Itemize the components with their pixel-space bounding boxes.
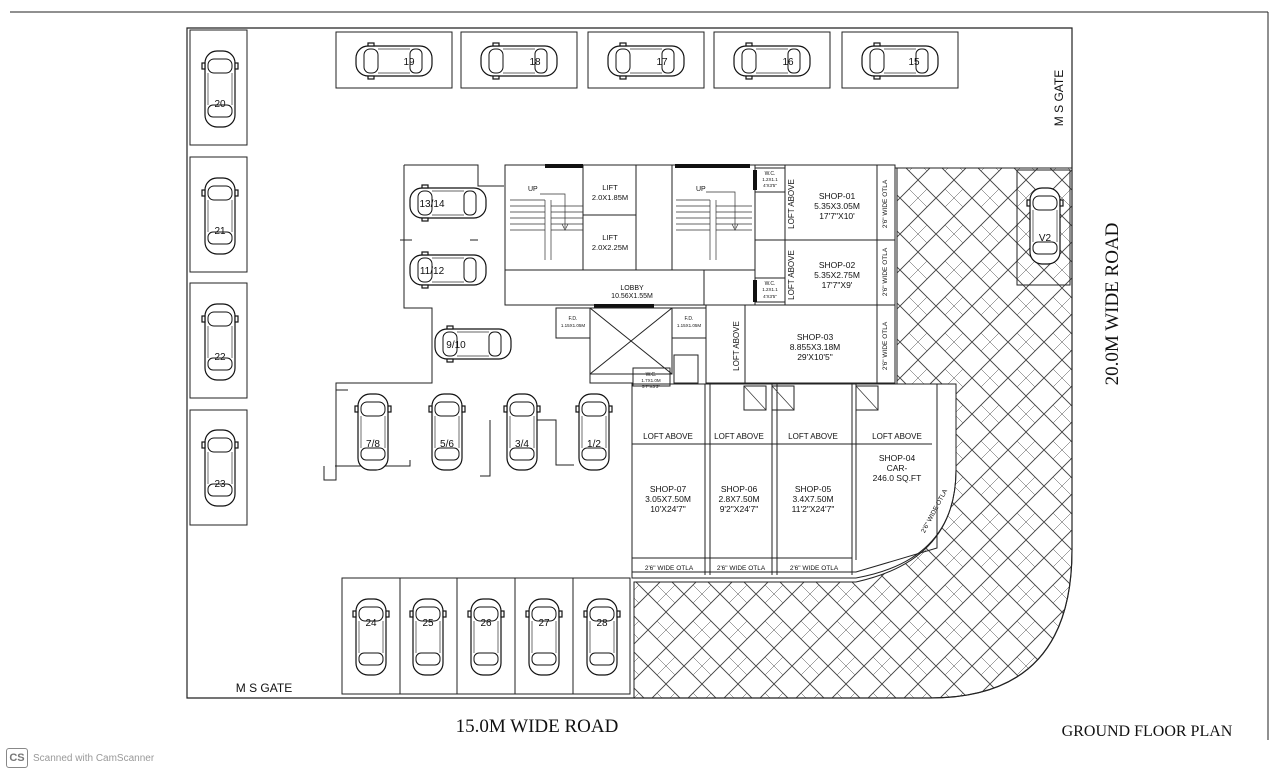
parking-number-top-17: 17 <box>656 57 668 68</box>
wc-lobby-label: W.C. <box>646 372 657 378</box>
shop-01-name: SHOP-01 <box>819 191 856 201</box>
core-block <box>504 164 756 387</box>
parking-number-left-23: 23 <box>214 479 226 490</box>
road-label-bottom: 15.0M WIDE ROAD <box>456 716 619 737</box>
otla-shop02: 2'6" WIDE OTLA <box>882 247 889 296</box>
shop-05-size-ft: 11'2"X24'7" <box>792 504 835 514</box>
wc-shop02-size-ft: 4'X3'5" <box>763 294 777 299</box>
stair-up-label-right: UP <box>696 186 706 193</box>
shops-block <box>631 164 957 579</box>
parking-number-left-21: 21 <box>214 226 226 237</box>
otla-shop07: 2'6" WIDE OTLA <box>645 565 694 572</box>
shop-05-size-m: 3.4X7.50M <box>792 494 833 504</box>
shop-06-size-ft: 9'2"X24'7" <box>720 504 759 514</box>
parking-number-top-15: 15 <box>908 57 920 68</box>
loft-above-shop05: LOFT ABOVE <box>788 432 838 441</box>
stair-up-label-left: UP <box>528 186 538 193</box>
shop-01-size-ft: 17'7"X10' <box>819 211 855 221</box>
paved-area-right <box>633 167 1073 699</box>
parking-number-inner-2: 3/4 <box>515 439 529 450</box>
parking-number-visitor: V2 <box>1039 233 1052 244</box>
shop-06-size-m: 2.8X7.50M <box>718 494 759 504</box>
lift-a-size: 2.0X1.85M <box>592 193 628 202</box>
lobby-label: LOBBY <box>620 285 644 292</box>
wc-lobby-size: 1.7X1.0M <box>641 378 661 383</box>
loft-above-shop02: LOFT ABOVE <box>787 250 796 300</box>
shop-05-name: SHOP-05 <box>795 484 832 494</box>
parking-number-top-18: 18 <box>529 57 541 68</box>
parking-bays-top <box>335 31 959 89</box>
wc-lobby-size-ft: 5'7"X3'3" <box>642 384 660 389</box>
loft-above-shop04: LOFT ABOVE <box>872 432 922 441</box>
camscanner-logo: CS <box>6 748 28 768</box>
wc-shop02-size: 1.2X1.1 <box>762 287 778 292</box>
fd-left-size: 1.15X1.05M <box>561 323 586 328</box>
camscanner-watermark: Scanned with CamScanner <box>33 753 155 764</box>
shop-02-name: SHOP-02 <box>819 260 856 270</box>
shop-02-size-m: 5.35X2.75M <box>814 270 860 280</box>
wc-shop02-label: W.C. <box>765 281 776 287</box>
lobby-size: 10.56X1.55M <box>611 293 653 300</box>
otla-shop01: 2'6" WIDE OTLA <box>882 179 889 228</box>
shop-04-size-m: CAR- <box>887 463 908 473</box>
lift-b-size: 2.0X2.25M <box>592 243 628 252</box>
parking-number-bottom-27: 27 <box>538 618 550 629</box>
road-label-right: 20.0M WIDE ROAD <box>1102 223 1123 386</box>
otla-shop05: 2'6" WIDE OTLA <box>790 565 839 572</box>
wc-shop01-size: 1.2X1.1 <box>762 177 778 182</box>
lift-b-label: LIFT <box>602 233 618 242</box>
parking-number-left-22: 22 <box>214 352 226 363</box>
loft-above-shop07: LOFT ABOVE <box>643 432 693 441</box>
parking-number-inner-0: 7/8 <box>366 439 380 450</box>
parking-number-top-16: 16 <box>782 57 794 68</box>
shop-01-size-m: 5.35X3.05M <box>814 201 860 211</box>
parking-number-bottom-24: 24 <box>365 618 377 629</box>
parking-number-left-20: 20 <box>214 99 226 110</box>
shop-02-size-ft: 17'7"X9' <box>822 280 853 290</box>
shop-07-size-ft: 10'X24'7" <box>650 504 686 514</box>
shop-03-size-ft: 29'X10'5" <box>797 352 833 362</box>
loft-above-shop06: LOFT ABOVE <box>714 432 764 441</box>
fd-right-label: F.D. <box>685 316 694 322</box>
parking-bays-left <box>189 29 248 526</box>
loft-above-shop03: LOFT ABOVE <box>732 321 741 371</box>
fd-right-size: 1.15X1.05M <box>677 323 702 328</box>
plan-title: GROUND FLOOR PLAN <box>1062 723 1233 740</box>
shop-04-name: SHOP-04 <box>879 453 916 463</box>
parking-number-row-0: 13/14 <box>419 199 444 210</box>
ms-gate-top: M S GATE <box>1052 70 1066 126</box>
visitor-bay <box>1016 169 1071 286</box>
wc-shop01-size-ft: 4'X3'5" <box>763 183 777 188</box>
parking-number-bottom-28: 28 <box>596 618 608 629</box>
parking-number-bottom-26: 26 <box>480 618 492 629</box>
shop-03-size-m: 8.855X3.18M <box>790 342 841 352</box>
ms-gate-bottom: M S GATE <box>236 681 292 695</box>
parking-number-inner-1: 5/6 <box>440 439 454 450</box>
otla-shop03: 2'6" WIDE OTLA <box>882 321 889 370</box>
otla-shop06: 2'6" WIDE OTLA <box>717 565 766 572</box>
lift-a-label: LIFT <box>602 183 618 192</box>
parking-number-top-19: 19 <box>403 57 415 68</box>
parking-bays-bottom <box>341 577 631 695</box>
shop-07-size-m: 3.05X7.50M <box>645 494 691 504</box>
parking-number-row-1: 11/12 <box>420 266 445 277</box>
wc-shop01-label: W.C. <box>765 171 776 177</box>
site-boundary <box>186 27 1073 699</box>
loft-above-shop01: LOFT ABOVE <box>787 179 796 229</box>
fd-left-label: F.D. <box>569 316 578 322</box>
parking-number-bottom-25: 25 <box>422 618 434 629</box>
parking-number-labels: 19 18 17 16 15 20 21 22 23 24 25 26 27 28 7/8 5/6 3/4 1/2… <box>214 57 1051 629</box>
shop-07-name: SHOP-07 <box>650 484 687 494</box>
parking-number-row-2: 9/10 <box>446 340 466 351</box>
shop-03-name: SHOP-03 <box>797 332 834 342</box>
parking-number-inner-3: 1/2 <box>587 439 601 450</box>
shop-04-size-ft: 246.0 SQ.FT <box>873 473 922 483</box>
shop-06-name: SHOP-06 <box>721 484 758 494</box>
